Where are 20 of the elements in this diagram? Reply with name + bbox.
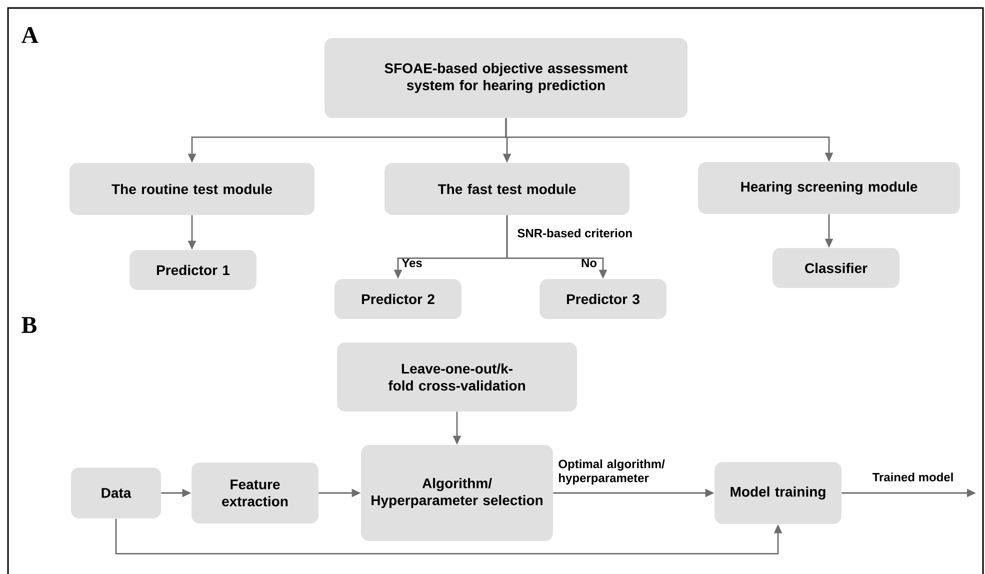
process-box: Data (71, 468, 161, 518)
panel-letter: A (21, 27, 38, 43)
process-box: Predictor 3 (540, 279, 666, 319)
edge-label: No (582, 258, 597, 268)
panel-letter: B (22, 317, 37, 333)
criterion-label: SNR-based criterion (518, 228, 632, 238)
process-box: Predictor 1 (130, 250, 256, 290)
process-box: Leave-one-out/k-fold cross-validation (337, 342, 577, 412)
process-box: The fast test module (384, 163, 630, 215)
process-box: The routine test module (70, 163, 314, 215)
process-box: Algorithm/ Hyperparameter selection (361, 445, 553, 541)
process-box: SFOAE-based objective assessment system for hearing prediction (324, 38, 688, 118)
process-box: Model training (714, 462, 842, 524)
process-box: Hearing screening module (698, 162, 960, 214)
edge-label: Trained model (872, 472, 953, 482)
process-box: Feature extraction (192, 462, 318, 524)
process-box: Predictor 2 (334, 279, 462, 319)
process-box: Classifier (772, 248, 900, 288)
edge-label: Yes (402, 258, 422, 268)
edge-label: Optimal algorithm/ hyperparameter (558, 459, 665, 485)
